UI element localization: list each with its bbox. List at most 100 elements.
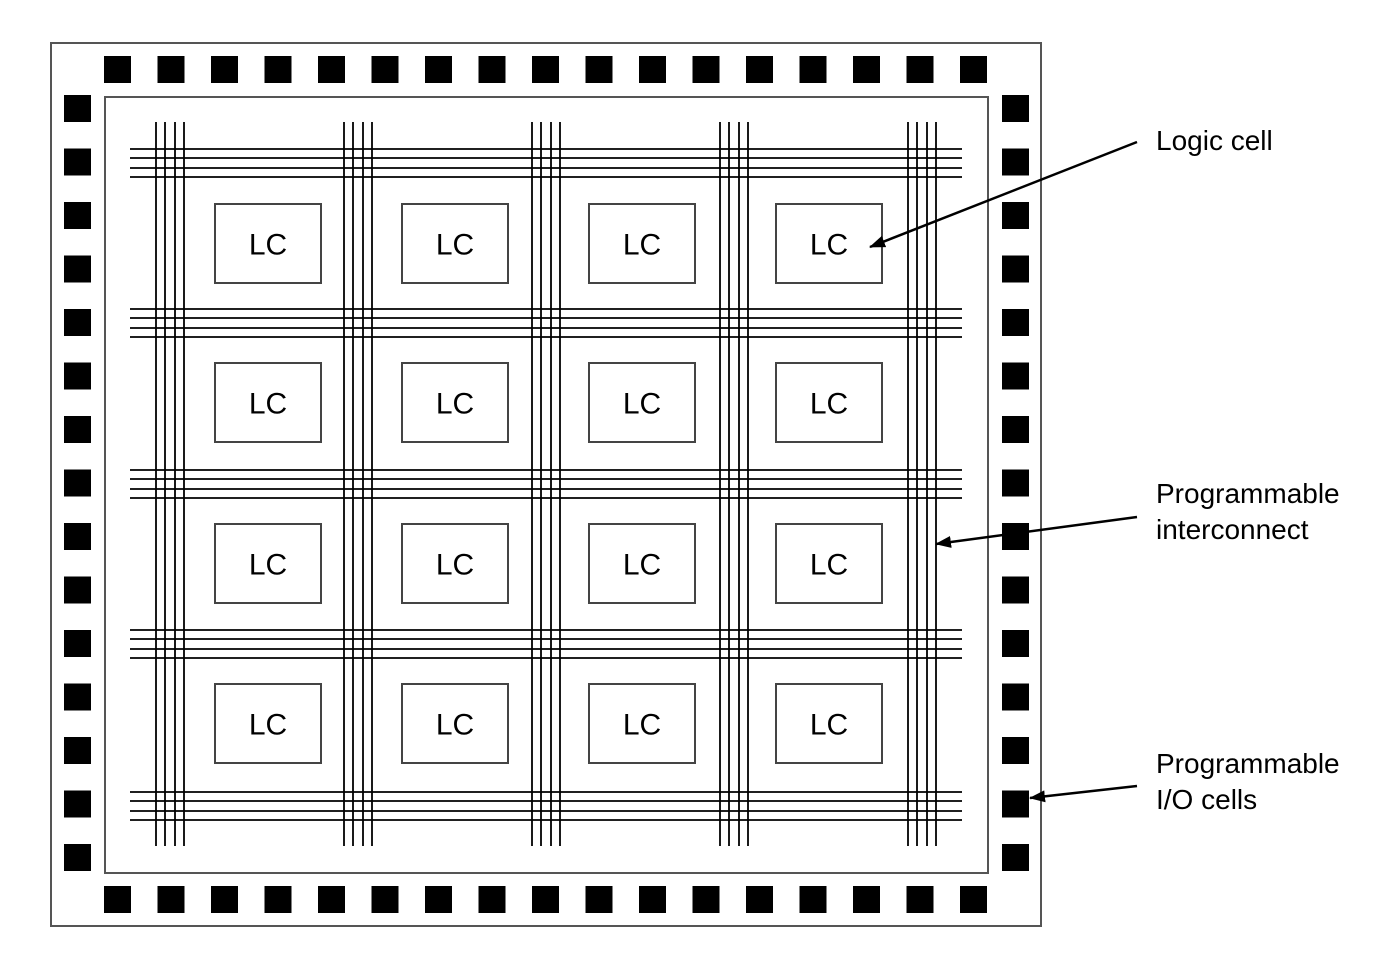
io-cell-right — [1002, 576, 1029, 604]
io-cell-left — [64, 309, 91, 336]
logic-cell-label: LC — [623, 388, 661, 421]
io-cell-top — [157, 56, 185, 83]
io-cell-bottom — [853, 886, 880, 913]
io-cell-left — [64, 683, 91, 711]
io-cell-top — [532, 56, 559, 83]
logic-cell-box — [775, 203, 883, 284]
callout-interconnect: Programmable interconnect — [935, 478, 1340, 548]
io-cell-bottom — [104, 886, 131, 913]
logic-cell: LC — [401, 523, 509, 604]
io-cell-right — [1002, 416, 1029, 443]
io-cell-right — [1002, 95, 1029, 122]
logic-cell-box — [214, 683, 322, 764]
io-cell-top — [853, 56, 880, 83]
io-cell-bottom — [425, 886, 452, 913]
io-cells-arrow — [1029, 784, 1138, 803]
io-cell-bottom — [371, 886, 399, 913]
io-cell-right — [1002, 683, 1029, 711]
io-cell-top — [639, 56, 666, 83]
io-cell-right — [1002, 844, 1029, 871]
logic-cell: LC — [588, 523, 696, 604]
io-cells-group — [64, 56, 1029, 913]
logic-cell-label: LC — [436, 709, 474, 742]
io-cell-top — [692, 56, 720, 83]
io-cell-left — [64, 844, 91, 871]
io-cell-bottom — [746, 886, 773, 913]
logic-cell-box — [588, 362, 696, 443]
logic-cell-label: LC — [436, 229, 474, 262]
logic-cell-label: LC — [436, 388, 474, 421]
io-cell-top — [960, 56, 987, 83]
logic-cell: LC — [214, 203, 322, 284]
logic-cell-box — [401, 523, 509, 604]
interconnect-arrow — [935, 515, 1138, 548]
io-cell-bottom — [478, 886, 506, 913]
logic-cell: LC — [214, 362, 322, 443]
logic-cell-label: LC — [249, 229, 287, 262]
io-cell-right — [1002, 737, 1029, 764]
callout-io-cells: Programmable I/O cells — [1029, 748, 1340, 815]
io-cell-bottom — [639, 886, 666, 913]
logic-cell-label: LC — [810, 549, 848, 582]
logic-cell-label: LC — [436, 549, 474, 582]
io-cell-bottom — [211, 886, 238, 913]
logic-cell-box — [214, 523, 322, 604]
interconnect-group — [130, 122, 962, 846]
logic-cell: LC — [401, 683, 509, 764]
io-cell-left — [64, 737, 91, 764]
io-cells-label-line-1: Programmable — [1156, 748, 1340, 779]
io-cell-bottom — [799, 886, 827, 913]
logic-cell-label: LC — [249, 549, 287, 582]
io-cell-bottom — [906, 886, 934, 913]
logic-cell-label: LC — [249, 388, 287, 421]
logic-cell: LC — [775, 683, 883, 764]
logic-cell: LC — [588, 683, 696, 764]
logic-cell-box — [401, 203, 509, 284]
callout-logic-cell: Logic cell — [869, 125, 1273, 249]
logic-cell-box — [214, 362, 322, 443]
io-cell-top — [799, 56, 827, 83]
io-cell-top — [425, 56, 452, 83]
io-cell-top — [264, 56, 292, 83]
io-cell-right — [1002, 202, 1029, 229]
logic-cell-box — [588, 523, 696, 604]
io-cell-left — [64, 255, 91, 283]
io-cells-label-line-2: I/O cells — [1156, 784, 1257, 815]
logic-cell-box — [401, 683, 509, 764]
logic-cell: LC — [775, 523, 883, 604]
io-cell-top — [104, 56, 131, 83]
io-cell-bottom — [960, 886, 987, 913]
io-cell-left — [64, 202, 91, 229]
logic-cell-box — [775, 362, 883, 443]
io-cell-left — [64, 95, 91, 122]
logic-cell-label: LC — [249, 709, 287, 742]
io-cell-right — [1002, 309, 1029, 336]
io-cell-right — [1002, 523, 1029, 550]
interconnect-label-line-2: interconnect — [1156, 514, 1309, 545]
io-cell-top — [318, 56, 345, 83]
io-cell-top — [478, 56, 506, 83]
io-cell-top — [371, 56, 399, 83]
logic-cell-label: LC — [623, 709, 661, 742]
io-cell-left — [64, 148, 91, 176]
logic-cell-label: LC — [810, 388, 848, 421]
io-cell-bottom — [318, 886, 345, 913]
logic-cell-label: LC — [810, 229, 848, 262]
logic-cell-box — [214, 203, 322, 284]
io-cell-right — [1002, 630, 1029, 657]
io-cell-right — [1002, 148, 1029, 176]
logic-cell-box — [588, 683, 696, 764]
logic-cell: LC — [401, 203, 509, 284]
io-cell-right — [1002, 469, 1029, 497]
logic-cell-arrow — [869, 140, 1138, 249]
logic-cell-box — [588, 203, 696, 284]
io-cell-left — [64, 630, 91, 657]
logic-cell: LC — [214, 523, 322, 604]
io-cell-top — [906, 56, 934, 83]
logic-cell: LC — [214, 683, 322, 764]
io-cell-top — [746, 56, 773, 83]
io-cell-right — [1002, 255, 1029, 283]
io-cell-bottom — [532, 886, 559, 913]
